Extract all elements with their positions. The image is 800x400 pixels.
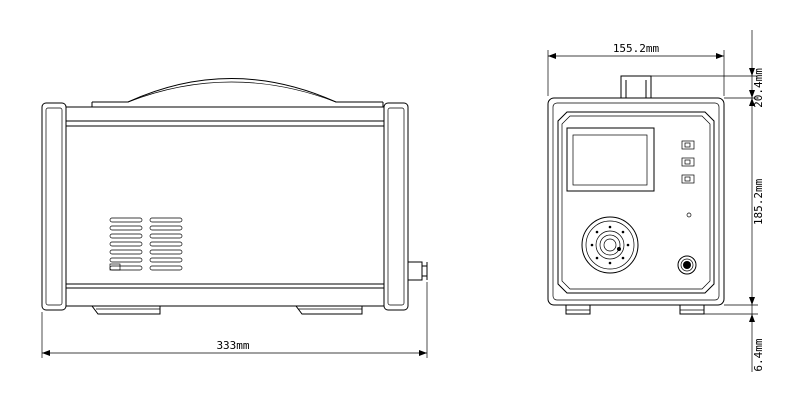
- display-screen: [566, 127, 655, 192]
- side-connector: [407, 261, 423, 281]
- foot-height-label: 6.4mm: [752, 338, 765, 371]
- width-dimension: [547, 50, 725, 96]
- carry-handle: [92, 78, 383, 103]
- left-foot: [91, 305, 161, 315]
- front-panel: [557, 111, 715, 294]
- length-dimension: [41, 282, 428, 358]
- front-frame-outer: [547, 97, 725, 306]
- indicator-led: [686, 212, 692, 218]
- control-knob: [677, 255, 697, 275]
- front-left-foot: [565, 304, 591, 315]
- front-view: [547, 30, 758, 372]
- body-height-label: 185.2mm: [752, 178, 765, 225]
- right-foot: [295, 305, 363, 315]
- front-right-foot: [679, 304, 705, 315]
- width-dimension-label: 155.2mm: [613, 42, 660, 55]
- vent-slots: [109, 217, 183, 271]
- main-body: [65, 106, 385, 307]
- length-dimension-label: 333mm: [216, 339, 249, 352]
- round-port: [581, 216, 639, 274]
- handle-height-label: 20.4mm: [752, 68, 765, 108]
- handle-top-view: [620, 75, 652, 98]
- toggle-switches: [681, 140, 695, 184]
- left-end-cap: [41, 102, 67, 311]
- right-end-cap: [383, 102, 409, 311]
- side-view: [41, 78, 428, 358]
